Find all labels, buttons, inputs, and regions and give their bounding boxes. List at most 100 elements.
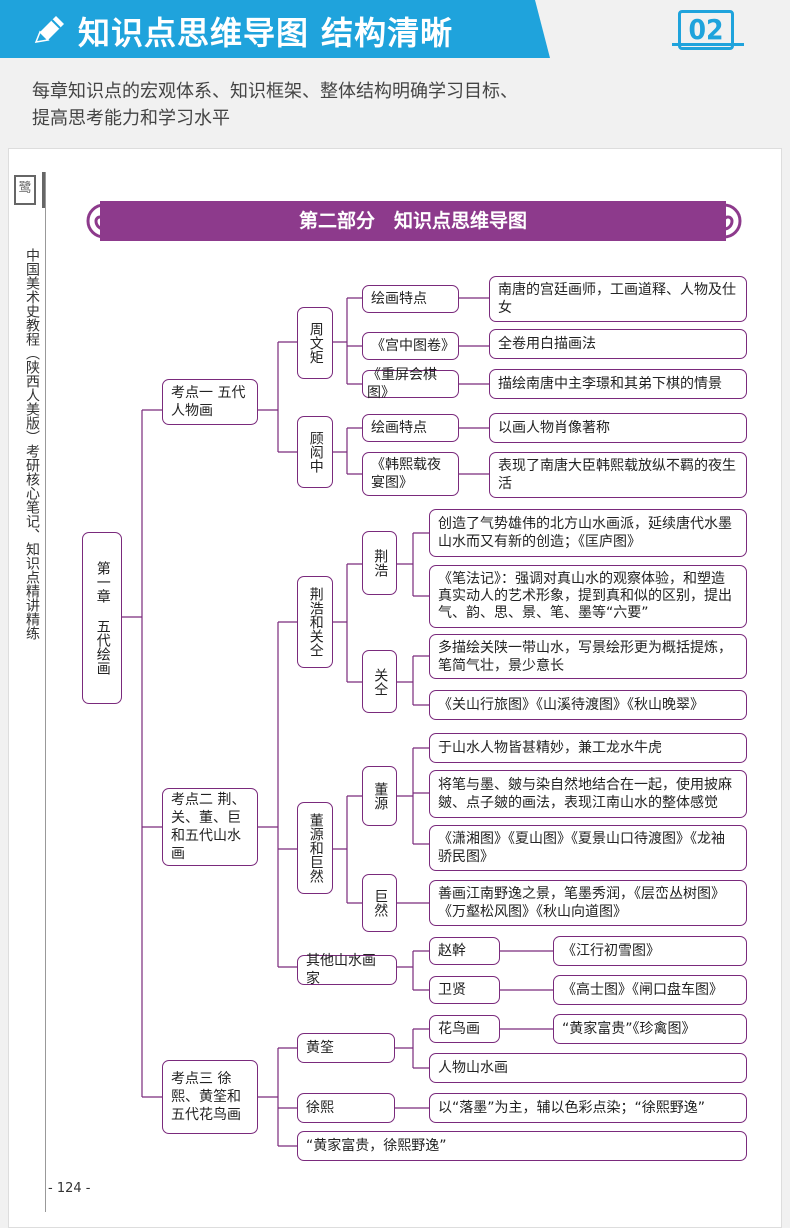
hq-huaniao-desc: “黄家富贵”《珍禽图》 [562, 1021, 696, 1037]
pencil-icon [34, 16, 64, 43]
qita-node: 其他山水画家 [297, 953, 397, 987]
zwj-gongzhong-node: 《宫中图卷》 [362, 332, 459, 360]
zhaogan-label: 赵幹 [438, 943, 466, 959]
kaodian-2-node: 考点二 荆、关、董、巨和五代山水画 [162, 788, 258, 866]
guantong-desc1: 多描绘关陕一带山水，写景绘形更为概括提炼，笔简气壮，景少意长 [438, 639, 732, 674]
jinghao-node: 荆浩 [362, 531, 397, 595]
dongyuan-label: 董源 [372, 782, 389, 810]
hq-renwu-label: 人物山水画 [438, 1060, 508, 1076]
hq-renwu-node: 人物山水画 [429, 1053, 747, 1083]
kaodian-1-node: 考点一 五代人物画 [162, 379, 258, 425]
guhongzhong-node: 顾闳中 [297, 416, 333, 488]
jinghao-label: 荆浩 [372, 549, 389, 577]
section-title-bar: 第二部分 知识点思维导图 [100, 201, 726, 241]
zwj-huihua-node: 绘画特点 [362, 285, 459, 313]
section-number-badge: 02 [672, 10, 744, 50]
kaodian-2-label: 考点二 荆、关、董、巨和五代山水画 [171, 792, 246, 862]
jinghao-desc1-node: 创造了气势雄伟的北方山水画派，延续唐代水墨山水而又有新的创造；《匡庐图》 [429, 509, 747, 557]
book-title-vertical: 中国美术史教程（陕西人美版）考研核心笔记、知识点精讲精练 [24, 248, 40, 640]
zwj-huihua-label: 绘画特点 [371, 291, 427, 307]
intro-text: 每章知识点的宏观体系、知识框架、整体结构明确学习目标、 提高思考能力和学习水平 [32, 78, 518, 132]
zwj-huihua-desc-node: 南唐的宫廷画师，工画道释、人物及仕女 [489, 276, 747, 322]
dongyuan-desc3-node: 《潇湘图》《夏山图》《夏景山口待渡图》《龙袖骄民图》 [429, 825, 747, 871]
jingguan-label: 荆浩和关仝 [307, 587, 324, 657]
dongyuan-desc1-node: 于山水人物皆甚精妙，兼工龙水牛虎 [429, 733, 747, 763]
xuxi-desc: 以“落墨”为主，辅以色彩点染；“徐熙野逸” [438, 1100, 706, 1116]
ghz-hanxizai-desc: 表现了南唐大臣韩熙载放纵不羁的夜生活 [498, 458, 736, 492]
left-spiral-icon [86, 203, 104, 239]
right-spiral-icon [724, 203, 742, 239]
intro-line-1: 每章知识点的宏观体系、知识框架、整体结构明确学习目标、 [32, 81, 518, 102]
dongyuan-desc3: 《潇湘图》《夏山图》《夏景山口待渡图》《龙袖骄民图》 [438, 831, 725, 865]
ghz-huihua-node: 绘画特点 [362, 414, 459, 442]
guhongzhong-label: 顾闳中 [307, 431, 324, 473]
xuxi-label: 徐熙 [306, 1100, 334, 1116]
zhaogan-node: 赵幹 [429, 937, 500, 965]
dongju-node: 董源和巨然 [297, 802, 333, 894]
qita-label: 其他山水画家 [306, 953, 376, 987]
intro-line-2: 提高思考能力和学习水平 [32, 108, 230, 129]
zwj-gongzhong-label: 《宫中图卷》 [371, 338, 455, 354]
juran-desc: 善画江南野逸之景，笔墨秀润，《层峦丛树图》《万壑松风图》《秋山向道图》 [438, 886, 725, 920]
hq-huaniao-node: 花鸟画 [429, 1015, 500, 1043]
ghz-huihua-desc-node: 以画人物肖像著称 [489, 413, 747, 443]
dongyuan-desc2: 将笔与墨、皴与染自然地结合在一起，使用披麻皴、点子皴的画法，表现江南山水的整体感… [438, 777, 732, 811]
side-marker [42, 172, 45, 208]
dongyuan-desc1: 于山水人物皆甚精妙，兼工龙水牛虎 [438, 740, 662, 756]
weixian-desc-node: 《高士图》《闸口盘车图》 [553, 975, 747, 1005]
zwj-huihua-desc: 南唐的宫廷画师，工画道释、人物及仕女 [498, 282, 736, 316]
ghz-hanxizai-node: 《韩熙载夜宴图》 [362, 452, 459, 496]
zwj-chongping-label: 《重屏会棋图》 [367, 367, 437, 401]
dongyuan-node: 董源 [362, 766, 397, 826]
huangquan-node: 黄筌 [297, 1033, 395, 1063]
juran-label: 巨然 [372, 889, 389, 917]
dongju-label: 董源和巨然 [307, 813, 324, 883]
weixian-desc: 《高士图》《闸口盘车图》 [562, 982, 723, 998]
jingguan-node: 荆浩和关仝 [297, 576, 333, 668]
page-number: - 124 - [48, 1181, 91, 1196]
jinghao-desc2-node: 《笔法记》：强调对真山水的观察体验，和塑造真实动人的艺术形象，提到真和似的区别，… [429, 565, 747, 628]
kaodian-1-label: 考点一 五代人物画 [171, 385, 246, 419]
zhaogan-desc-node: 《江行初雪图》 [553, 936, 747, 966]
guantong-desc2-node: 《关山行旅图》《山溪待渡图》《秋山晚翠》 [429, 690, 747, 720]
zwj-gongzhong-desc-node: 全卷用白描画法 [489, 329, 747, 359]
ghz-hanxizai-label: 《韩熙载夜宴图》 [371, 457, 441, 491]
jinghao-desc2: 《笔法记》：强调对真山水的观察体验，和塑造真实动人的艺术形象，提到真和似的区别，… [438, 571, 732, 621]
publisher-logo: 鹭 [14, 175, 36, 205]
summary-label: “黄家富贵，徐熙野逸” [306, 1138, 447, 1154]
guantong-node: 关仝 [362, 650, 397, 713]
zwj-gongzhong-desc: 全卷用白描画法 [498, 336, 596, 352]
jinghao-desc1: 创造了气势雄伟的北方山水画派，延续唐代水墨山水而又有新的创造；《匡庐图》 [438, 516, 732, 550]
juran-desc-node: 善画江南野逸之景，笔墨秀润，《层峦丛树图》《万壑松风图》《秋山向道图》 [429, 880, 747, 926]
zwj-chongping-desc: 描绘南唐中主李璟和其弟下棋的情景 [498, 376, 722, 392]
weixian-node: 卫贤 [429, 976, 500, 1004]
hq-huaniao-desc-node: “黄家富贵”《珍禽图》 [553, 1014, 747, 1044]
ghz-huihua-label: 绘画特点 [371, 420, 427, 436]
guantong-desc2: 《关山行旅图》《山溪待渡图》《秋山晚翠》 [438, 697, 704, 713]
chapter-node: 第一章 五代绘画 [82, 532, 122, 704]
xuxi-desc-node: 以“落墨”为主，辅以色彩点染；“徐熙野逸” [429, 1093, 747, 1123]
ghz-huihua-desc: 以画人物肖像著称 [498, 420, 610, 436]
hq-huaniao-label: 花鸟画 [438, 1021, 480, 1037]
banner-title: 知识点思维导图 结构清晰 [78, 14, 454, 52]
kaodian-3-node: 考点三 徐熙、黄筌和五代花鸟画 [162, 1060, 258, 1134]
side-divider [45, 172, 46, 1212]
chapter-label: 第一章 五代绘画 [94, 561, 111, 675]
summary-node: “黄家富贵，徐熙野逸” [297, 1131, 747, 1161]
ghz-hanxizai-desc-node: 表现了南唐大臣韩熙载放纵不羁的夜生活 [489, 452, 747, 498]
weixian-label: 卫贤 [438, 982, 466, 998]
zhaogan-desc: 《江行初雪图》 [562, 943, 660, 959]
zwj-chongping-node: 《重屏会棋图》 [362, 367, 459, 401]
huangquan-label: 黄筌 [306, 1040, 334, 1056]
header-banner [0, 0, 550, 58]
dongyuan-desc2-node: 将笔与墨、皴与染自然地结合在一起，使用披麻皴、点子皴的画法，表现江南山水的整体感… [429, 770, 747, 818]
guantong-desc1-node: 多描绘关陕一带山水，写景绘形更为概括提炼，笔简气壮，景少意长 [429, 634, 747, 679]
xuxi-node: 徐熙 [297, 1093, 395, 1123]
juran-node: 巨然 [362, 874, 397, 932]
zwj-chongping-desc-node: 描绘南唐中主李璟和其弟下棋的情景 [489, 369, 747, 399]
zhouwenju-label: 周文矩 [307, 322, 324, 364]
zhouwenju-node: 周文矩 [297, 307, 333, 379]
guantong-label: 关仝 [372, 667, 389, 696]
kaodian-3-label: 考点三 徐熙、黄筌和五代花鸟画 [171, 1071, 241, 1123]
